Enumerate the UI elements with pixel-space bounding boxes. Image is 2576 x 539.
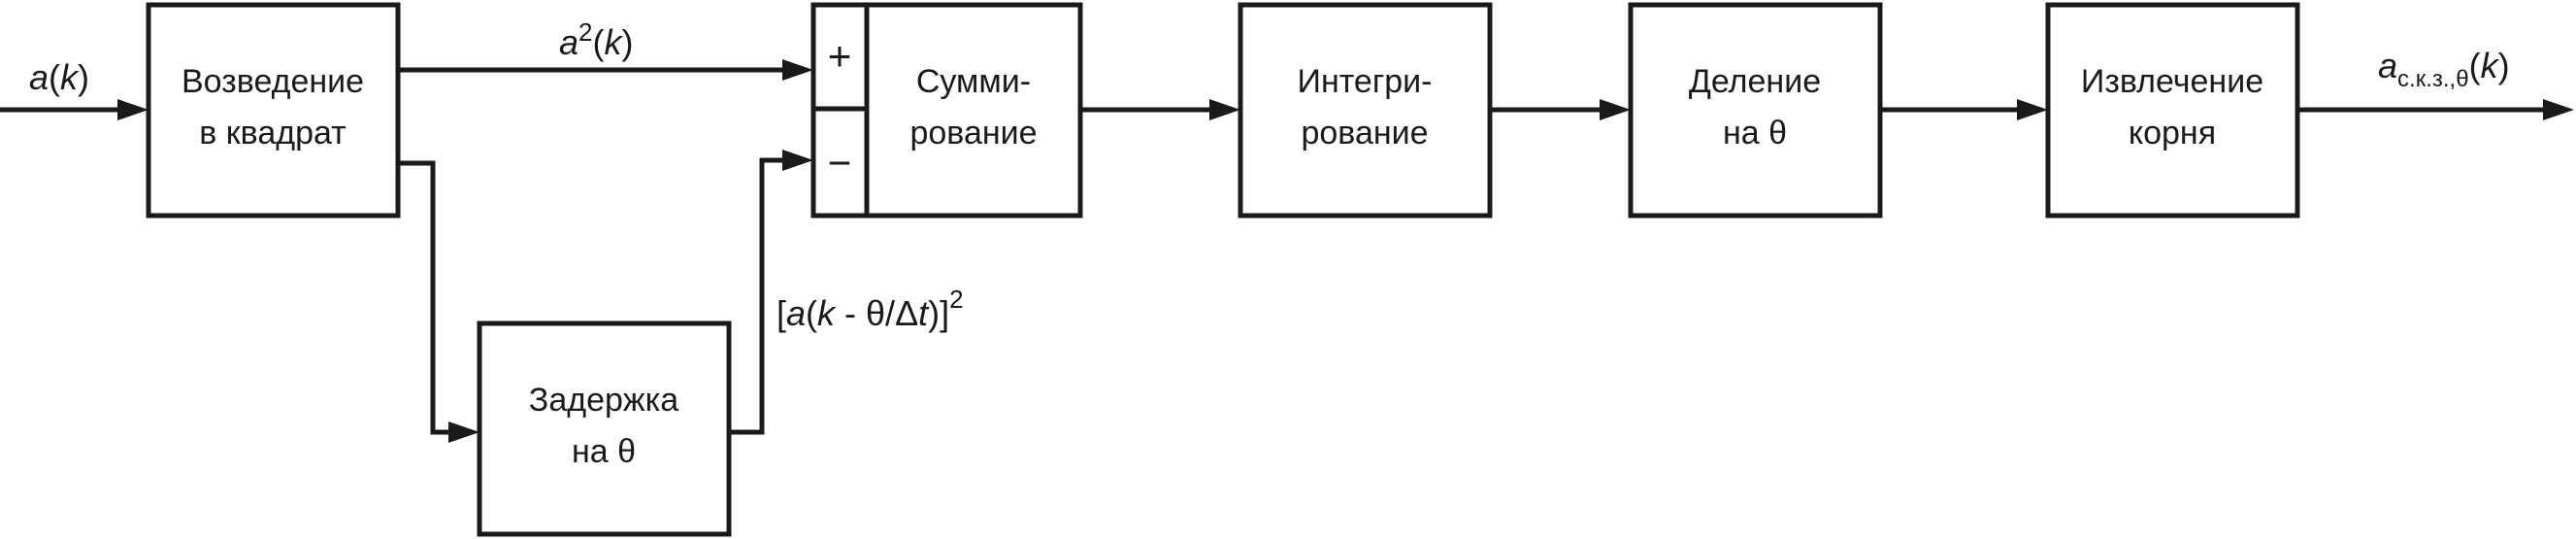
sqrt-block-line1: Извлечение: [2081, 63, 2263, 100]
label-squared-signal: a2(k): [559, 17, 634, 62]
square-block-line2: в квадрат: [199, 115, 346, 152]
arrow-into-sum-minus: [782, 150, 813, 171]
arrow-into-divide: [1600, 99, 1631, 120]
connection-wires: [0, 59, 2574, 443]
label-input-signal: a(k): [29, 57, 89, 97]
sum-block: + − Сумми- рование: [810, 2, 1083, 219]
arrow-into-sum-plus: [782, 59, 813, 81]
label-delayed-signal: [a(k - θ/Δt)]2: [776, 285, 964, 333]
arrow-into-delay: [448, 421, 479, 443]
square-block-line1: Возведение: [182, 63, 364, 100]
delay-block-line1: Задержка: [529, 382, 678, 419]
arrow-into-square: [117, 99, 149, 120]
delay-block: Задержка на θ: [477, 320, 732, 537]
integrate-block: Интегри- рование: [1238, 2, 1493, 219]
integrate-block-line2: рование: [1301, 115, 1428, 152]
arrow-into-integrate: [1209, 99, 1240, 120]
sqrt-block: Извлечение корня: [2045, 2, 2300, 219]
delay-block-line2: на θ: [572, 433, 636, 470]
divide-block-line2: на θ: [1723, 115, 1787, 152]
arrow-into-sqrt: [2017, 99, 2048, 120]
sum-block-line1: Сумми-: [916, 63, 1031, 100]
integrate-block-line1: Интегри-: [1298, 63, 1433, 100]
sum-block-line2: рование: [909, 115, 1037, 152]
label-output-signal: aс.к.з.,θ(k): [2378, 46, 2510, 92]
divide-block: Деление на θ: [1628, 2, 1883, 219]
sqrt-block-line2: корня: [2129, 115, 2216, 152]
sum-plus-sign: +: [828, 33, 852, 79]
divide-block-line1: Деление: [1689, 63, 1821, 100]
sum-minus-sign: −: [828, 140, 852, 185]
square-block: Возведение в квадрат: [146, 2, 401, 219]
arrow-output: [2543, 99, 2574, 120]
